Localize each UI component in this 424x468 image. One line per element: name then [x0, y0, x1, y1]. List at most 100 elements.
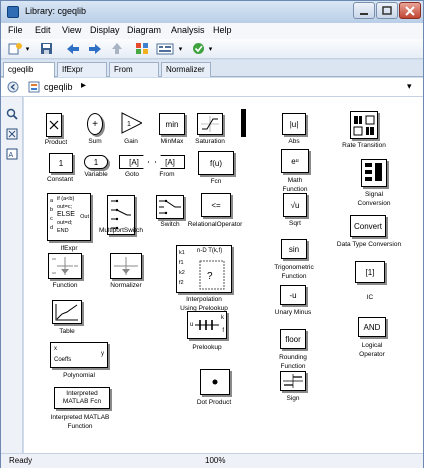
data-type-conversion-block[interactable]: Convert — [350, 215, 386, 237]
signal-conversion-block[interactable] — [361, 159, 387, 187]
menu-edit[interactable]: Edit — [35, 25, 51, 35]
ic-block[interactable]: [1] — [355, 261, 385, 283]
normalizer-block[interactable] — [110, 253, 142, 279]
tab-bar: cgeqlib IfExpr From Normalizer — [1, 60, 423, 78]
dot-product-block[interactable] — [200, 369, 230, 395]
maximize-button[interactable] — [376, 2, 398, 19]
abs-block[interactable]: |u| — [282, 113, 306, 135]
menu-diagram[interactable]: Diagram — [127, 25, 162, 35]
save-button[interactable] — [38, 41, 54, 56]
table-block[interactable] — [52, 300, 82, 324]
lookup-table-icon — [55, 304, 78, 321]
math-function-block[interactable]: eᵘ — [281, 149, 309, 173]
multiport-switch-block[interactable] — [107, 195, 135, 235]
new-model-button[interactable] — [7, 41, 23, 56]
goto-block[interactable]: [A] — [119, 155, 149, 169]
unary-minus-block[interactable]: -u — [280, 285, 306, 305]
interpolation-label: Interpolation Using Prelookup — [180, 296, 228, 312]
forward-button[interactable] — [87, 41, 103, 56]
sqrt-block[interactable]: √u — [283, 193, 307, 217]
tab-from[interactable]: From — [109, 62, 159, 77]
ifexpr-block[interactable]: a b c d if (a<b) out=c; ELSE out=d; END … — [47, 193, 91, 241]
menu-view[interactable]: View — [62, 25, 82, 35]
variable-text: 1 — [93, 157, 99, 167]
product-label: Product — [44, 139, 68, 146]
gain-label: Gain — [124, 138, 138, 145]
normalizer-icon — [114, 257, 138, 275]
relational-operator-block[interactable]: <= — [201, 193, 231, 217]
rounding-block[interactable]: floor — [280, 329, 306, 349]
logical-operator-label: Logical Operator — [359, 342, 385, 358]
prelookup-icon — [195, 320, 219, 330]
fcn-block[interactable]: f(u) — [198, 151, 234, 175]
tab-normalizer[interactable]: Normalizer — [161, 62, 211, 77]
annotation-button[interactable]: A — [5, 147, 19, 161]
switch-block[interactable] — [156, 195, 184, 219]
gain-block[interactable]: 1 — [120, 112, 142, 134]
interp-title: n-D T(k,f) — [197, 248, 223, 254]
zoom-in-button[interactable] — [5, 107, 19, 121]
back-button[interactable] — [65, 41, 81, 56]
sum-plus-icon: + — [92, 118, 98, 130]
interpreted-matlab-block[interactable]: Interpreted MATLAB Fcn — [54, 387, 110, 409]
rate-transition-icon — [353, 115, 375, 136]
rate-transition-block[interactable] — [350, 111, 378, 139]
from-block[interactable]: [A] — [155, 155, 185, 169]
sign-block[interactable] — [280, 371, 306, 391]
interpolation-block[interactable]: k1 f1 k2 f2 n-D T(k,f) ? — [176, 245, 232, 293]
dot-product-label: Dot Product — [196, 399, 232, 406]
library-browser-button[interactable] — [134, 41, 150, 56]
check-button[interactable] — [190, 41, 206, 56]
fit-to-view-button[interactable] — [5, 127, 19, 141]
constant-block[interactable]: 1 — [49, 153, 73, 173]
function-block[interactable] — [48, 253, 82, 279]
port-label: b — [50, 207, 54, 213]
tab-ifexpr[interactable]: IfExpr — [57, 62, 107, 77]
menu-file[interactable]: File — [8, 25, 23, 35]
zoom-level: 100% — [205, 456, 226, 465]
minmax-block[interactable]: min — [159, 113, 185, 135]
canvas-toolstrip: A — [1, 97, 23, 453]
tab-cgeqlib[interactable]: cgeqlib — [3, 62, 55, 78]
model-settings-button[interactable] — [155, 41, 175, 56]
saturation-block[interactable] — [197, 113, 223, 135]
ifexpr-out-port: Out — [80, 214, 89, 220]
new-model-dropdown[interactable]: ▾ — [25, 45, 30, 53]
model-settings-dropdown[interactable]: ▾ — [178, 45, 183, 53]
trigonometric-block[interactable]: sin — [281, 239, 307, 259]
breadcrumb-arrow-icon: ▸ — [81, 80, 87, 91]
minimize-button[interactable] — [353, 2, 375, 19]
fcn-label: Fcn — [210, 178, 222, 185]
variable-block[interactable]: 1 — [84, 155, 108, 169]
up-button[interactable] — [109, 41, 125, 56]
menu-analysis[interactable]: Analysis — [171, 25, 205, 35]
product-block[interactable] — [46, 113, 62, 137]
menu-help[interactable]: Help — [213, 25, 232, 35]
interp-ports: k1 f1 k2 f2 — [179, 248, 185, 288]
multiport-switch-icon — [111, 199, 131, 230]
address-dropdown-icon[interactable]: ▾ — [407, 81, 412, 91]
menu-bar: File Edit View Display Diagram Analysis … — [1, 23, 423, 39]
minmax-label: MinMax — [160, 138, 184, 145]
hide-browser-button[interactable] — [7, 81, 19, 93]
close-button[interactable] — [399, 2, 421, 19]
address-bar: cgeqlib ▸ ▾ — [1, 78, 423, 97]
relational-text: <= — [211, 200, 221, 210]
mux-block[interactable] — [241, 109, 246, 137]
prelookup-block[interactable]: u k f — [187, 311, 227, 339]
dot-icon — [212, 379, 218, 385]
diagram-canvas[interactable]: Product + Sum 1 Gain min MinMax Saturati… — [24, 97, 423, 453]
constant-label: Constant — [46, 176, 74, 183]
breadcrumb-path[interactable]: cgeqlib — [44, 82, 73, 92]
polynomial-block[interactable]: x Coeffs y — [50, 342, 108, 368]
code-line: ELSE — [57, 211, 75, 218]
normalizer-label: Normalizer — [110, 282, 142, 289]
model-browser-icon — [7, 81, 19, 93]
check-dropdown[interactable]: ▾ — [208, 45, 213, 53]
sum-block[interactable]: + — [87, 113, 103, 135]
logical-operator-block[interactable]: AND — [358, 317, 386, 337]
menu-display[interactable]: Display — [90, 25, 120, 35]
simulink-app-icon — [7, 6, 19, 18]
switch-icon — [159, 199, 181, 215]
